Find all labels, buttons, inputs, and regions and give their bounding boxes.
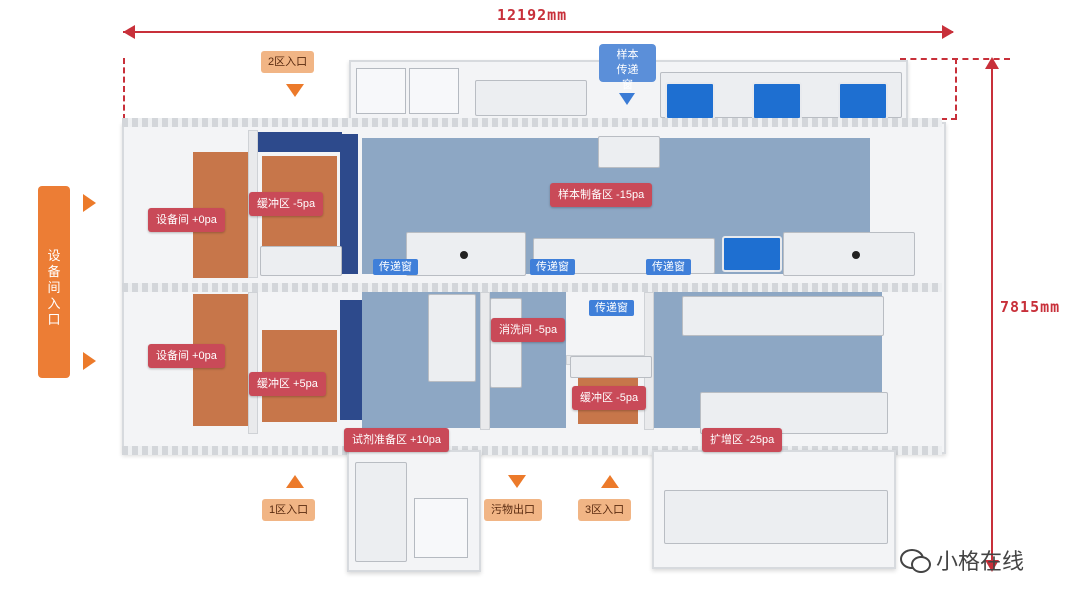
arrow-down-icon xyxy=(508,475,526,488)
arrow-down-icon xyxy=(619,93,635,105)
pass-window-label: 传递窗 xyxy=(589,300,634,316)
amplification-bench xyxy=(682,296,884,336)
buffer-bench xyxy=(260,246,342,276)
biosafety-cabinet xyxy=(752,82,802,120)
fridge xyxy=(409,68,459,114)
buffer-wall xyxy=(252,132,342,152)
height-dimension-label: 7815mm xyxy=(1000,298,1061,316)
partition xyxy=(480,292,490,430)
room-label-washing: 消洗间 -5pa xyxy=(491,318,566,342)
dimension-arrow-left-icon xyxy=(123,25,135,39)
amplification-bench xyxy=(700,392,888,434)
height-dimension-guide xyxy=(900,58,1010,60)
sample-pass-window-label: 样本传递窗 xyxy=(599,44,656,91)
roof-edge xyxy=(122,446,942,455)
width-dimension-line xyxy=(123,31,953,33)
container-seam xyxy=(122,283,942,292)
pass-window-label: 传递窗 xyxy=(646,259,691,275)
arrow-down-icon xyxy=(286,84,304,97)
wechat-icon xyxy=(900,549,931,573)
room-label-buffer-middle: 缓冲区 -5pa xyxy=(572,386,647,410)
entrance-label-equipment: 设备间入口 xyxy=(38,186,70,378)
biosafety-cabinet xyxy=(665,82,715,120)
room-label-amplification: 扩增区 -25pa xyxy=(702,428,783,452)
buffer-wall xyxy=(340,300,362,420)
workbench xyxy=(475,80,587,116)
dimension-arrow-down-icon xyxy=(985,560,999,572)
workbench xyxy=(783,232,915,276)
width-dimension-label: 12192mm xyxy=(497,6,568,24)
height-dimension-line xyxy=(991,60,993,570)
room-label-reagent-prep: 试剂准备区 +10pa xyxy=(344,428,449,452)
arrow-up-icon xyxy=(601,475,619,488)
biosafety-cabinet xyxy=(838,82,888,120)
transfer-box xyxy=(598,136,660,168)
arrow-right-icon xyxy=(83,352,96,370)
buffer-door xyxy=(570,356,652,378)
room-label-buffer-lower-left: 缓冲区 +5pa xyxy=(249,372,326,396)
biosafety-cabinet xyxy=(722,236,782,272)
arrow-up-icon xyxy=(286,475,304,488)
room-label-equipment-upper: 设备间 +0pa xyxy=(148,208,225,232)
roof-edge xyxy=(122,118,942,127)
shelf xyxy=(490,298,522,388)
watermark: 小格在线 xyxy=(900,544,1024,576)
fridge xyxy=(356,68,406,114)
entrance-label-zone1: 1区入口 xyxy=(262,499,316,521)
arrow-right-icon xyxy=(83,194,96,212)
entrance-label-zone3: 3区入口 xyxy=(578,499,632,521)
pass-window-label: 传递窗 xyxy=(530,259,575,275)
room-label-buffer-upper-left: 缓冲区 -5pa xyxy=(249,192,324,216)
entrance-label-zone2: 2区入口 xyxy=(261,51,315,73)
buffer-wall xyxy=(340,134,358,274)
reagent-shelf xyxy=(355,462,407,562)
entrance-label-waste: 污物出口 xyxy=(484,499,542,521)
amplification-bench xyxy=(664,490,888,544)
sink-icon xyxy=(852,251,860,259)
cabinet xyxy=(428,294,476,382)
sink-icon xyxy=(460,251,468,259)
watermark-text: 小格在线 xyxy=(936,549,1025,574)
room-label-equipment-lower: 设备间 +0pa xyxy=(148,344,225,368)
dimension-arrow-right-icon xyxy=(942,25,954,39)
partition xyxy=(248,292,258,434)
dimension-arrow-up-icon xyxy=(985,57,999,69)
fridge xyxy=(414,498,468,558)
room-label-sample-prep: 样本制备区 -15pa xyxy=(550,183,653,207)
pass-window-label: 传递窗 xyxy=(373,259,418,275)
